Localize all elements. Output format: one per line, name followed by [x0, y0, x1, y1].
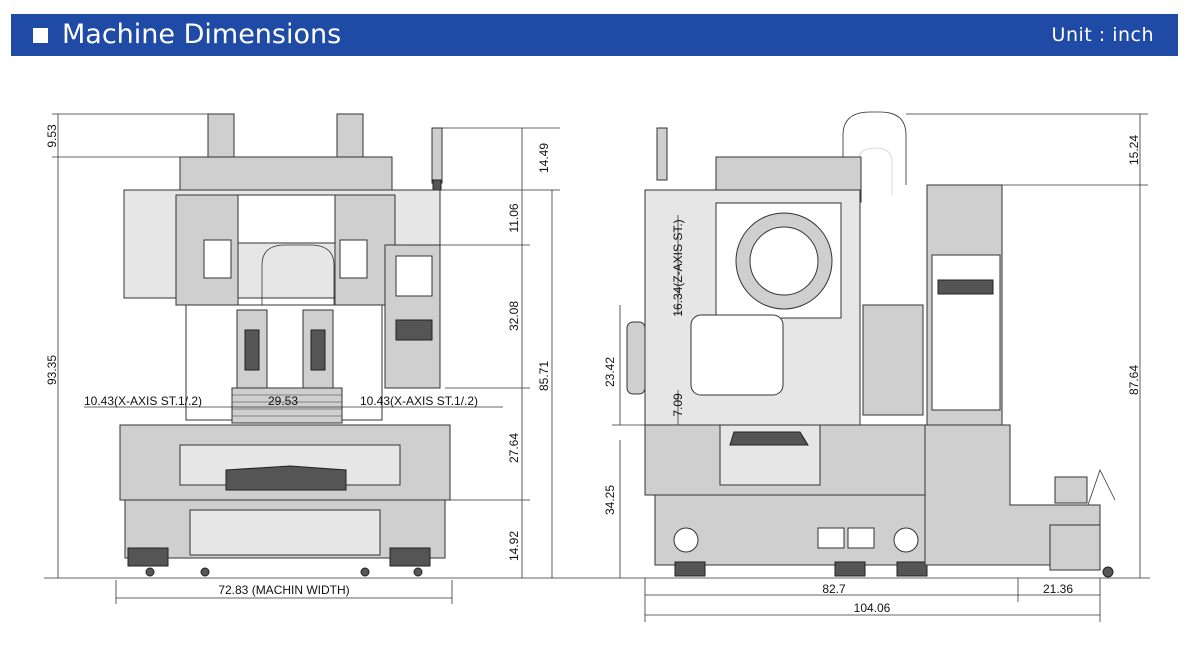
side-caster [1102, 566, 1114, 578]
side-stand [654, 494, 926, 566]
front-tool-left [244, 329, 260, 371]
side-magazine-hub [749, 226, 819, 296]
dim-3425: 34.25 [603, 485, 617, 515]
dim-2764: 27.64 [507, 433, 521, 463]
side-stand-slot-2 [847, 527, 875, 549]
dim-x-axis-right: 10.43(X-AXIS ST.1/.2) [360, 394, 478, 408]
side-cabinet-panel [931, 254, 1001, 411]
dim-827: 82.7 [822, 582, 846, 596]
side-conveyor-chute [1087, 468, 1116, 506]
front-foot-left [127, 547, 169, 567]
side-cabinet-breakers [937, 279, 994, 295]
side-stand-hole-left [673, 527, 699, 553]
front-stand-panel [189, 509, 381, 556]
dim-9335: 93.35 [45, 355, 59, 385]
side-door-handle [626, 321, 646, 395]
dim-2342: 23.42 [603, 357, 617, 387]
dim-1449: 14.49 [537, 143, 551, 173]
front-caster-left [145, 567, 155, 577]
front-control-keys [395, 319, 433, 341]
dim-2953: 29.53 [268, 394, 298, 408]
dim-3208: 32.08 [507, 301, 521, 331]
front-top-cover [179, 156, 393, 193]
front-control-screen [395, 255, 433, 297]
side-rear-panel [862, 304, 924, 416]
front-window-right [339, 239, 368, 279]
front-bellows [231, 387, 343, 424]
side-coolant-tank [1049, 524, 1101, 571]
front-column-right [336, 113, 364, 160]
side-door-window [690, 314, 784, 396]
dim-2136: 21.36 [1043, 582, 1073, 596]
side-foot-3 [896, 561, 928, 577]
dim-8571: 85.71 [537, 361, 551, 391]
front-view [119, 113, 451, 577]
dim-1524: 15.24 [1127, 135, 1141, 165]
front-foot-right [389, 547, 431, 567]
front-signal-base [432, 179, 442, 191]
page-title: Machine Dimensions [62, 19, 342, 50]
dimension-lines [44, 113, 1150, 622]
side-cable-loop-outline [842, 111, 907, 185]
header-bar: Machine Dimensions Unit : inch [11, 14, 1178, 56]
side-signal-tower [656, 127, 668, 181]
front-tool-right [310, 329, 326, 371]
dim-z-axis: 16.34(Z-AXIS ST.) [671, 219, 685, 316]
front-caster-center-right [360, 567, 370, 577]
side-foot-1 [674, 561, 706, 577]
side-view [626, 111, 1116, 578]
front-window-left [203, 239, 232, 279]
front-caster-right [413, 567, 423, 577]
side-foot-2 [834, 561, 866, 577]
square-bullet-icon [33, 28, 48, 43]
dim-10406: 104.06 [854, 601, 891, 615]
dim-8764: 87.64 [1127, 365, 1141, 395]
side-table-slide [729, 431, 809, 446]
front-arch [261, 244, 335, 310]
dim-953: 9.53 [45, 124, 59, 148]
dim-x-axis-left: 10.43(X-AXIS ST.1/.2) [84, 394, 202, 408]
dim-709: 7.09 [671, 393, 685, 417]
dim-1492: 14.92 [507, 531, 521, 561]
side-stand-hole-right [893, 527, 919, 553]
side-cable-loop-inner [857, 147, 893, 195]
dim-1106: 11.06 [507, 203, 521, 232]
side-stand-slot-1 [817, 527, 845, 549]
dim-machine-width: 72.83 (MACHIN WIDTH) [218, 583, 349, 597]
front-center-panel [237, 194, 336, 244]
front-caster-center-left [200, 567, 210, 577]
front-trough [225, 465, 347, 491]
unit-label: Unit : inch [1051, 24, 1154, 46]
front-signal-tower [431, 127, 443, 184]
side-motor [1054, 476, 1088, 504]
front-column-left [207, 113, 235, 160]
